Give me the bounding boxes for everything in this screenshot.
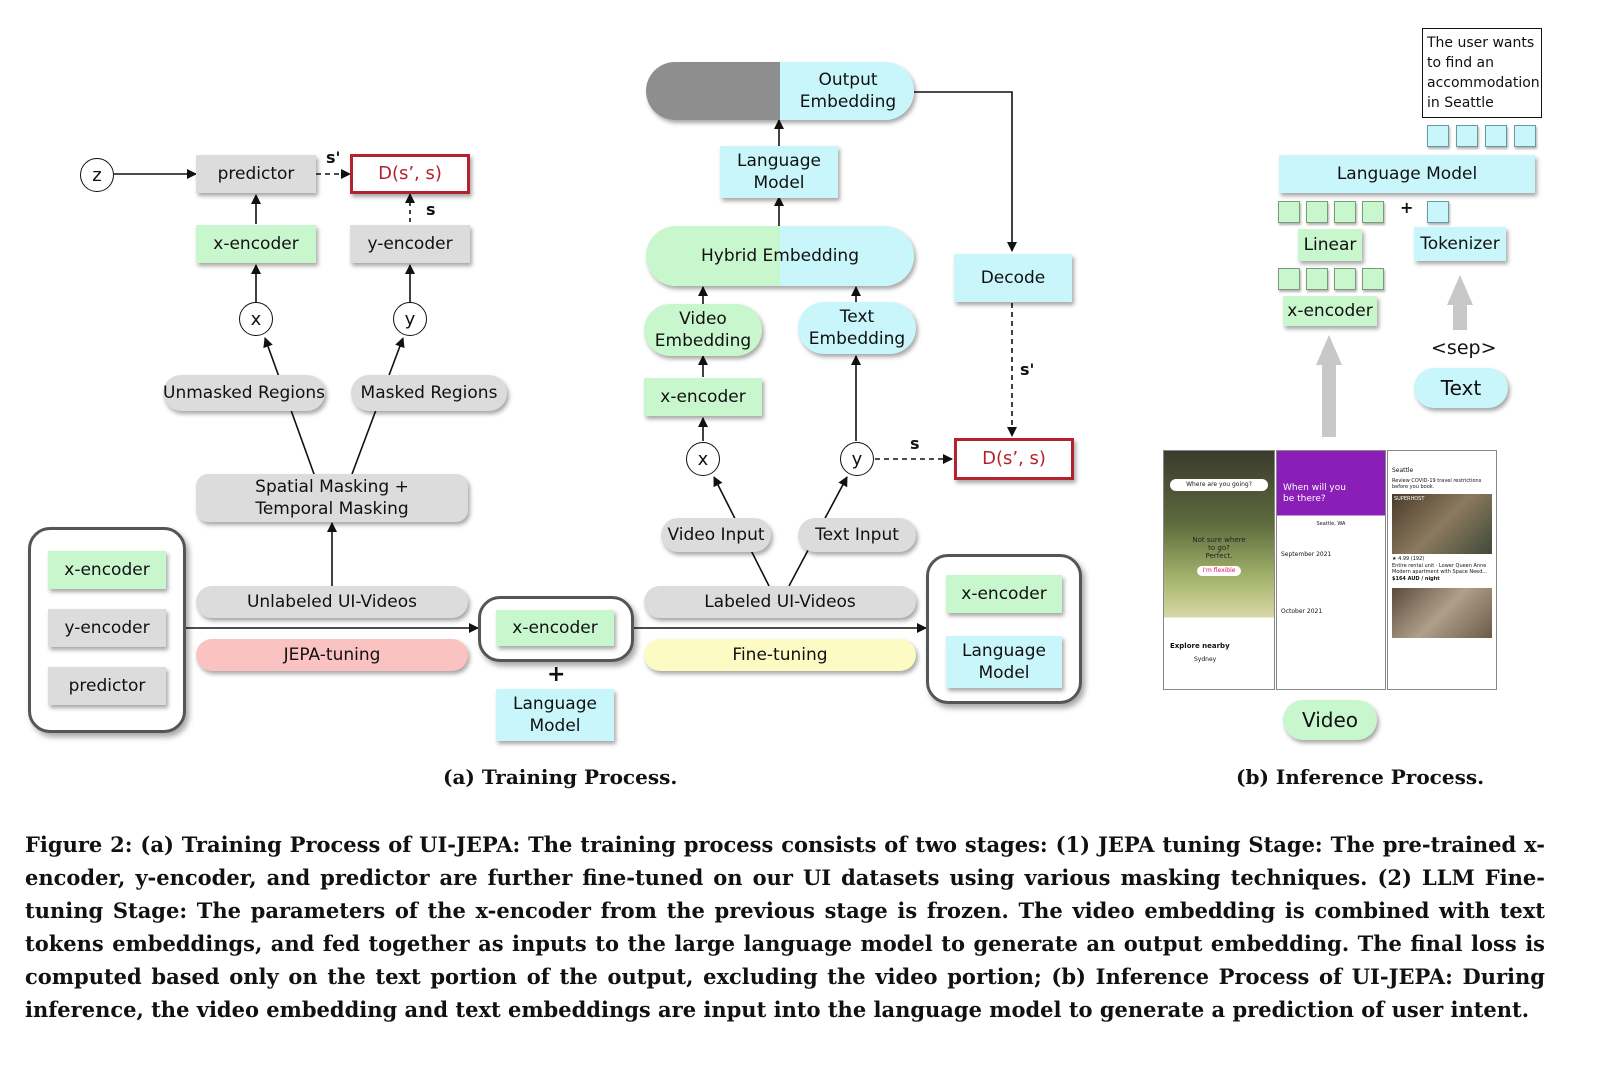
frame1-city-label: Sydney: [1194, 656, 1217, 663]
group-predictor: predictor: [48, 667, 166, 705]
output-token: [1456, 125, 1478, 147]
frame1-flexible-button: I'm flexible: [1197, 566, 1241, 576]
z-node: z: [80, 158, 114, 192]
frame3-badge: SUPERHOST: [1394, 496, 1425, 502]
output-embedding-label: Output Embedding: [799, 70, 897, 112]
frame3-price: $164 AUD / night: [1392, 576, 1440, 582]
video-token: [1362, 201, 1384, 223]
text-input-pill-inference: Text: [1414, 368, 1508, 408]
unlabeled-ui-videos-pill: Unlabeled UI-Videos: [196, 586, 468, 618]
inference-language-model: Language Model: [1279, 155, 1535, 193]
inference-x-encoder: x-encoder: [1283, 296, 1377, 326]
group-x-encoder: x-encoder: [48, 551, 166, 589]
figure-diagram: z predictor s' D(s’, s) s x-encoder y-en…: [28, 28, 1542, 789]
loss-box-top: D(s’, s): [350, 154, 470, 194]
text-input-pill: Text Input: [798, 518, 916, 552]
frame3-photo: SUPERHOST: [1392, 494, 1492, 554]
encoded-token: [1278, 268, 1300, 290]
unmasked-regions-pill: Unmasked Regions: [163, 375, 325, 411]
user-intent-annotation: The user wants to find an accommodation …: [1422, 28, 1542, 118]
frame2-title: When will you be there?: [1283, 483, 1346, 504]
frame2-month-1: September 2021: [1281, 551, 1332, 558]
tokenizer-box: Tokenizer: [1414, 227, 1506, 261]
ft-s-prime-label: s': [1020, 360, 1035, 379]
video-token: [1334, 201, 1356, 223]
hybrid-embedding-pill: Hybrid Embedding: [646, 226, 914, 286]
output-token: [1427, 125, 1449, 147]
output-embedding-pill: Output Embedding: [646, 62, 914, 120]
ui-video-frame-2: When will you be there? Seattle, WA Sept…: [1276, 450, 1386, 690]
video-input-pill-inference: Video: [1283, 700, 1377, 740]
x-encoder-box: x-encoder: [196, 225, 316, 263]
mid-language-model: Language Model: [496, 689, 614, 741]
caption-b: (b) Inference Process.: [1236, 765, 1485, 789]
encoded-token: [1362, 268, 1384, 290]
ft-x-encoder-box: x-encoder: [644, 378, 762, 416]
video-embedding-pill: Video Embedding: [644, 304, 762, 356]
text-token: [1427, 201, 1449, 223]
frame1-explore-label: Explore nearby: [1170, 642, 1230, 650]
video-token: [1306, 201, 1328, 223]
inference-plus-sign: +: [1400, 198, 1414, 217]
ui-video-frame-3: Seattle Review COVID-19 travel restricti…: [1387, 450, 1497, 690]
s-prime-label: s': [326, 148, 341, 167]
frame3-rating: ★ 4.99 (192): [1392, 556, 1425, 562]
frame3-note: Review COVID-19 travel restrictions befo…: [1392, 478, 1482, 490]
s-label: s: [426, 200, 436, 219]
frame2-location: Seattle, WA: [1316, 521, 1346, 527]
frame1-search-bar: Where are you going?: [1170, 479, 1268, 491]
plus-sign: +: [547, 662, 566, 687]
text-embedding-pill: Text Embedding: [798, 302, 916, 354]
masked-regions-pill: Masked Regions: [351, 375, 507, 411]
video-input-pill: Video Input: [661, 518, 771, 552]
language-model-box: Language Model: [720, 146, 838, 198]
jepa-tuning-pill: JEPA-tuning: [196, 639, 468, 671]
loss-box-right: D(s’, s): [954, 438, 1074, 480]
connector-lines: [114, 91, 1473, 633]
ft-s-label: s: [910, 434, 920, 453]
right-group-x-encoder: x-encoder: [946, 575, 1062, 613]
frame3-city: Seattle: [1392, 467, 1414, 474]
x-node: x: [239, 302, 273, 336]
frame3-photo-2: [1392, 588, 1492, 638]
output-token: [1514, 125, 1536, 147]
decode-box: Decode: [954, 254, 1072, 302]
frame2-month-2: October 2021: [1281, 608, 1323, 615]
y-node: y: [393, 302, 427, 336]
video-token: [1278, 201, 1300, 223]
encoded-token: [1334, 268, 1356, 290]
caption-a: (a) Training Process.: [443, 765, 678, 789]
ui-video-frame-1: Where are you going? Not sure where to g…: [1163, 450, 1275, 690]
frame1-card-text: Not sure where to go? Perfect.: [1192, 536, 1246, 560]
ft-x-node: x: [686, 442, 720, 476]
output-token: [1485, 125, 1507, 147]
group-y-encoder: y-encoder: [48, 609, 166, 647]
frame3-listing: Entire rental unit · Lower Queen Anne Mo…: [1392, 563, 1488, 575]
y-encoder-box: y-encoder: [350, 225, 470, 263]
spatial-temporal-masking-box: Spatial Masking + Temporal Masking: [196, 474, 468, 522]
encoded-token: [1306, 268, 1328, 290]
figure-caption: Figure 2: (a) Training Process of UI-JEP…: [25, 832, 1545, 1022]
sep-token-label: <sep>: [1431, 337, 1497, 359]
linear-box: Linear: [1298, 229, 1362, 261]
fine-tuning-pill: Fine-tuning: [644, 639, 916, 671]
mid-x-encoder: x-encoder: [496, 610, 614, 646]
labeled-ui-videos-pill: Labeled UI-Videos: [644, 586, 916, 618]
right-group-language-model: Language Model: [946, 636, 1062, 688]
ft-y-node: y: [840, 442, 874, 476]
predictor-box: predictor: [196, 155, 316, 193]
